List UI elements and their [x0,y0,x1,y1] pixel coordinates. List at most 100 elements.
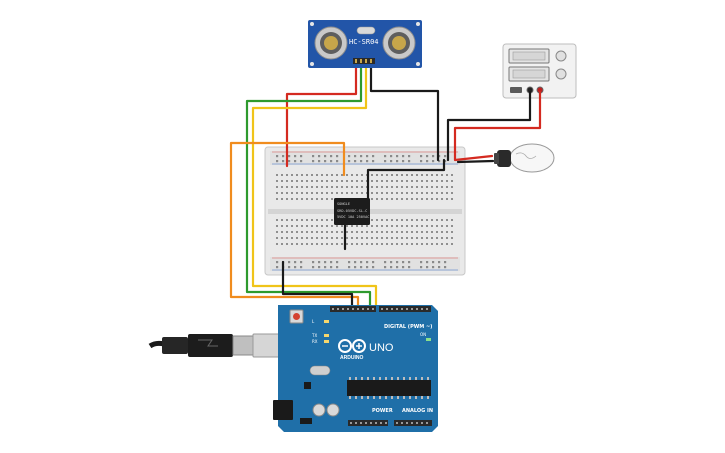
arduino-brand: ARDUINO [340,355,363,361]
hole [421,231,423,233]
hole [341,192,343,194]
header-pins [332,308,428,310]
hole [351,237,353,239]
hole [331,219,333,221]
led-rx-label: RX [312,339,318,344]
hole [436,198,438,200]
hole [341,243,343,245]
hole [426,160,429,163]
hole [286,225,288,227]
hole [326,237,328,239]
hole [386,231,388,233]
hole [351,243,353,245]
hole [426,198,428,200]
digital-header-right [379,306,431,312]
hole [431,243,433,245]
hole [384,155,387,158]
hole [306,198,308,200]
hole [386,219,388,221]
hole [294,266,297,269]
hole [282,155,285,158]
hole [360,155,363,158]
hole [390,261,393,264]
hole [301,237,303,239]
hole [300,261,303,264]
hole [431,180,433,182]
hole [406,192,408,194]
hole [376,225,378,227]
hole [291,237,293,239]
hole [384,266,387,269]
hole [396,225,398,227]
hole [385,377,387,380]
hole [281,219,283,221]
hole [330,261,333,264]
hole [367,396,369,399]
hole [396,198,398,200]
hole [451,237,453,239]
hole [365,422,367,424]
hole [306,192,308,194]
hole [301,243,303,245]
hole [276,192,278,194]
hole [446,225,448,227]
hole [316,225,318,227]
hole [390,266,393,269]
hole [436,225,438,227]
power-switch[interactable] [510,87,522,93]
hole [355,377,357,380]
current-knob[interactable] [555,68,567,80]
hole [276,243,278,245]
hole [300,266,303,269]
hole [321,243,323,245]
hole [318,160,321,163]
hole [376,198,378,200]
hole [300,155,303,158]
hole [409,377,411,380]
hole [324,155,327,158]
hole [286,198,288,200]
light-bulb [494,143,555,173]
hole [361,377,363,380]
hole [291,231,293,233]
hole [326,219,328,221]
hole [360,422,362,424]
hole [326,231,328,233]
hole [301,186,303,188]
hole [415,396,417,399]
hole [401,422,403,424]
hole [348,261,351,264]
hole [336,231,338,233]
hole [326,192,328,194]
hole [281,198,283,200]
hole [346,225,348,227]
hole [311,198,313,200]
hole [396,422,398,424]
hole [406,243,408,245]
hole [444,155,447,158]
hole [427,377,429,380]
hole [371,243,373,245]
hole [341,174,343,176]
hole [396,160,399,163]
hole [436,237,438,239]
hole [386,308,388,310]
hole [276,174,278,176]
hole [446,192,448,194]
hole [366,231,368,233]
hole [296,174,298,176]
hole [416,422,418,424]
hole [446,243,448,245]
hole [411,186,413,188]
hole [380,422,382,424]
hole [371,237,373,239]
voltage-knob[interactable] [555,50,567,62]
hole [361,180,363,182]
hole [421,174,423,176]
hole [286,219,288,221]
hole [311,237,313,239]
hole [451,180,453,182]
hole [371,219,373,221]
hole [426,186,428,188]
hole [438,261,441,264]
